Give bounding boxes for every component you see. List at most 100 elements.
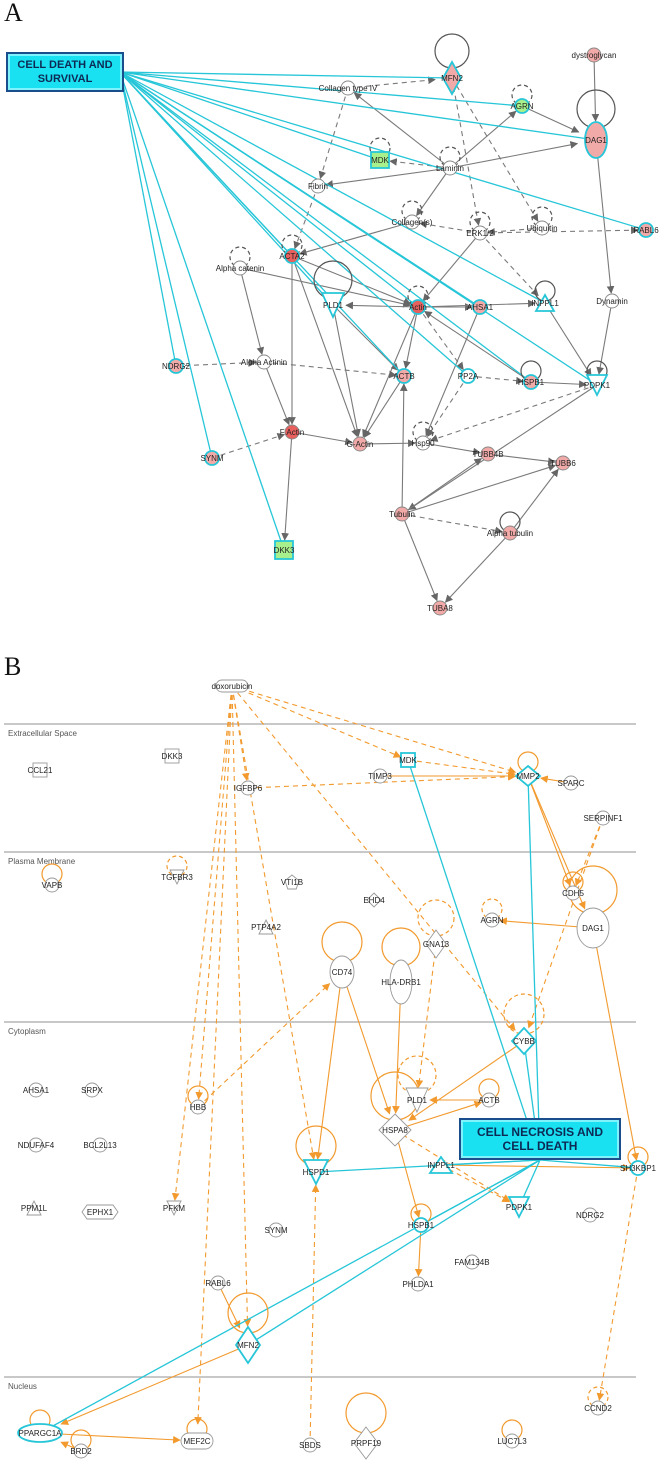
a-node-tubulin[interactable]: Tubulin <box>389 506 415 522</box>
b-node-hladrb1[interactable]: HLA-DRB1 <box>381 959 421 1005</box>
b-node-mdk[interactable]: MDK <box>399 752 418 768</box>
b-node-gna13[interactable]: GNA13 <box>423 929 450 959</box>
b-node-bcl2l13[interactable]: BCL2L13 <box>83 1137 117 1153</box>
b-node-hspb1[interactable]: HSPB1 <box>408 1217 435 1233</box>
b-node-cdh5[interactable]: CDH5 <box>562 885 584 901</box>
a-node-dynamin[interactable]: Dynamin <box>596 293 628 309</box>
b-node-prpf19[interactable]: PRPF19 <box>351 1426 382 1460</box>
a-node-alphatubulin[interactable]: Alpha tubulin <box>487 525 533 541</box>
b-node-fam134b[interactable]: FAM134B <box>454 1254 490 1270</box>
a-node-shape-ubiquitin <box>534 220 550 236</box>
b-node-mef2c[interactable]: MEF2C <box>180 1432 214 1450</box>
b-node-pdpk1[interactable]: PDPK1 <box>506 1196 533 1220</box>
b-node-mfn2[interactable]: MFN2 <box>234 1325 262 1365</box>
a-node-label-pp2a: PP2A <box>458 372 479 381</box>
callout-cell-death-survival[interactable]: CELL DEATH AND SURVIVAL <box>6 52 124 92</box>
a-node-actb[interactable]: ACTB <box>393 368 415 384</box>
b-node-cd74[interactable]: CD74 <box>329 955 355 989</box>
a-node-ahsa1[interactable]: AHSA1 <box>467 299 494 315</box>
b-node-label-serpinf1: SERPINF1 <box>583 814 623 823</box>
b-node-ndufaf4[interactable]: NDUFAF4 <box>18 1137 55 1153</box>
b-node-mmp2[interactable]: MMP2 <box>514 764 542 788</box>
b-node-sparc[interactable]: SPARC <box>558 775 585 791</box>
a-node-collagens[interactable]: Collagen(s) <box>392 214 433 230</box>
a-node-mfn2[interactable]: MFN2 <box>441 60 463 96</box>
b-edge-doxorubicin-igfbp6 <box>231 685 250 781</box>
a-node-agrn[interactable]: AGRN <box>510 98 534 114</box>
b-node-hspa8[interactable]: HSPA8 <box>378 1113 412 1147</box>
a-node-dkk3[interactable]: DKK3 <box>274 540 295 560</box>
b-node-agrn[interactable]: AGRN <box>480 912 504 928</box>
b-node-pld1[interactable]: PLD1 <box>405 1087 429 1114</box>
b-node-doxorubicin[interactable]: doxorubicin <box>212 679 253 693</box>
a-node-alphaactinin[interactable]: Alpha Actinin <box>241 354 287 370</box>
b-node-ptp4a2[interactable]: PTP4A2 <box>251 918 281 935</box>
a-node-acta2[interactable]: ACTA2 <box>279 248 305 264</box>
a-node-tuba8[interactable]: TUBA8 <box>427 600 453 616</box>
a-node-hsp90[interactable]: Hsp90 <box>411 435 435 451</box>
a-node-tubb6[interactable]: TUBB6 <box>550 455 576 471</box>
a-node-alphacatenin[interactable]: Alpha catenin <box>216 260 264 276</box>
a-node-erk12[interactable]: ERK1/2 <box>466 225 494 241</box>
a-node-dystroglycan[interactable]: dystroglycan <box>572 47 617 63</box>
a-edge-hsp90-tubb4b <box>422 442 481 456</box>
b-node-srpx[interactable]: SRPX <box>81 1082 104 1098</box>
b-node-sh3kbp1[interactable]: SH3KBP1 <box>620 1160 657 1176</box>
b-node-pfkm[interactable]: PFKM <box>163 1200 186 1217</box>
b-node-dag1[interactable]: DAG1 <box>576 907 610 949</box>
b-node-ppargc1a[interactable]: PPARGC1A <box>17 1423 63 1443</box>
b-node-hbb[interactable]: HBB <box>190 1099 206 1115</box>
b-node-hspd1[interactable]: HSPD1 <box>302 1159 330 1187</box>
b-edge-hspa8-hspb1 <box>394 1129 421 1219</box>
b-node-rabl6[interactable]: RABL6 <box>205 1275 231 1291</box>
a-node-collageniv[interactable]: Collagen type IV <box>319 80 378 96</box>
a-edge-erk12-actin <box>422 232 481 302</box>
b-node-ccnd2[interactable]: CCND2 <box>584 1400 612 1416</box>
b-node-ccl21[interactable]: CCL21 <box>28 762 53 778</box>
b-node-ehd4[interactable]: EHD4 <box>363 892 385 908</box>
b-node-tgfbr3[interactable]: TGFBR3 <box>161 869 193 886</box>
a-node-actin[interactable]: Actin <box>409 299 427 315</box>
a-node-synm[interactable]: SYNM <box>200 450 224 466</box>
b-node-inppl1[interactable]: INPPL1 <box>427 1155 455 1174</box>
callout-cell-necrosis-death[interactable]: CELL NECROSIS AND CELL DEATH <box>459 1118 621 1160</box>
b-node-sbds[interactable]: SBDS <box>299 1437 321 1453</box>
b-node-phlda1[interactable]: PHLDA1 <box>402 1276 434 1292</box>
b-node-ndrg2[interactable]: NDRG2 <box>576 1207 605 1223</box>
b-node-ppm1l[interactable]: PPM1L <box>21 1199 48 1216</box>
b-node-cybb[interactable]: CYBB <box>510 1026 538 1056</box>
a-node-hspb1[interactable]: HSPB1 <box>518 374 545 390</box>
b-node-label-sh3kbp1: SH3KBP1 <box>620 1164 657 1173</box>
a-edge-pdpk1-hsp90 <box>429 384 598 442</box>
a-node-pp2a[interactable]: PP2A <box>458 368 479 384</box>
a-node-mdk[interactable]: MDK <box>370 151 390 169</box>
b-node-vti1b[interactable]: VTI1B <box>281 874 303 890</box>
b-node-vapb[interactable]: VAPB <box>42 877 63 893</box>
a-node-fibrin[interactable]: Fibrin <box>308 178 328 194</box>
a-node-rabl6[interactable]: RABL6 <box>633 222 659 238</box>
b-node-ahsa1[interactable]: AHSA1 <box>23 1082 50 1098</box>
b-node-label-prpf19: PRPF19 <box>351 1439 382 1448</box>
b-node-shape-ndrg2 <box>582 1207 598 1223</box>
b-node-actb[interactable]: ACTB <box>478 1092 500 1108</box>
a-node-laminin[interactable]: Laminin <box>436 160 464 176</box>
b-node-timp3[interactable]: TIMP3 <box>368 768 392 784</box>
b-node-luc7l3[interactable]: LUC7L3 <box>497 1433 527 1449</box>
a-node-pdpk1[interactable]: PDPK1 <box>584 374 611 398</box>
b-node-shape-ccl21 <box>32 762 48 778</box>
a-node-dag1[interactable]: DAG1 <box>584 121 608 159</box>
b-node-synm[interactable]: SYNM <box>264 1222 288 1238</box>
a-node-pld1[interactable]: PLD1 <box>320 292 346 320</box>
a-node-factin[interactable]: F Actin <box>280 424 304 440</box>
a-node-tubb4b[interactable]: TUBB4B <box>472 446 504 462</box>
a-node-label-synm: SYNM <box>200 454 223 463</box>
b-node-dkk3[interactable]: DKK3 <box>162 748 183 764</box>
b-node-ephx1[interactable]: EPHX1 <box>81 1204 119 1220</box>
a-node-inppl1[interactable]: INPPL1 <box>531 293 559 312</box>
a-node-ndrg2[interactable]: NDRG2 <box>162 358 191 374</box>
b-node-igfbp6[interactable]: IGFBP6 <box>234 780 263 796</box>
a-node-ubiquitin[interactable]: Ubiquitin <box>526 220 558 236</box>
b-node-serpinf1[interactable]: SERPINF1 <box>583 810 623 826</box>
a-node-gactin[interactable]: G-Actin <box>347 436 374 452</box>
b-node-brd2[interactable]: BRD2 <box>70 1443 92 1459</box>
